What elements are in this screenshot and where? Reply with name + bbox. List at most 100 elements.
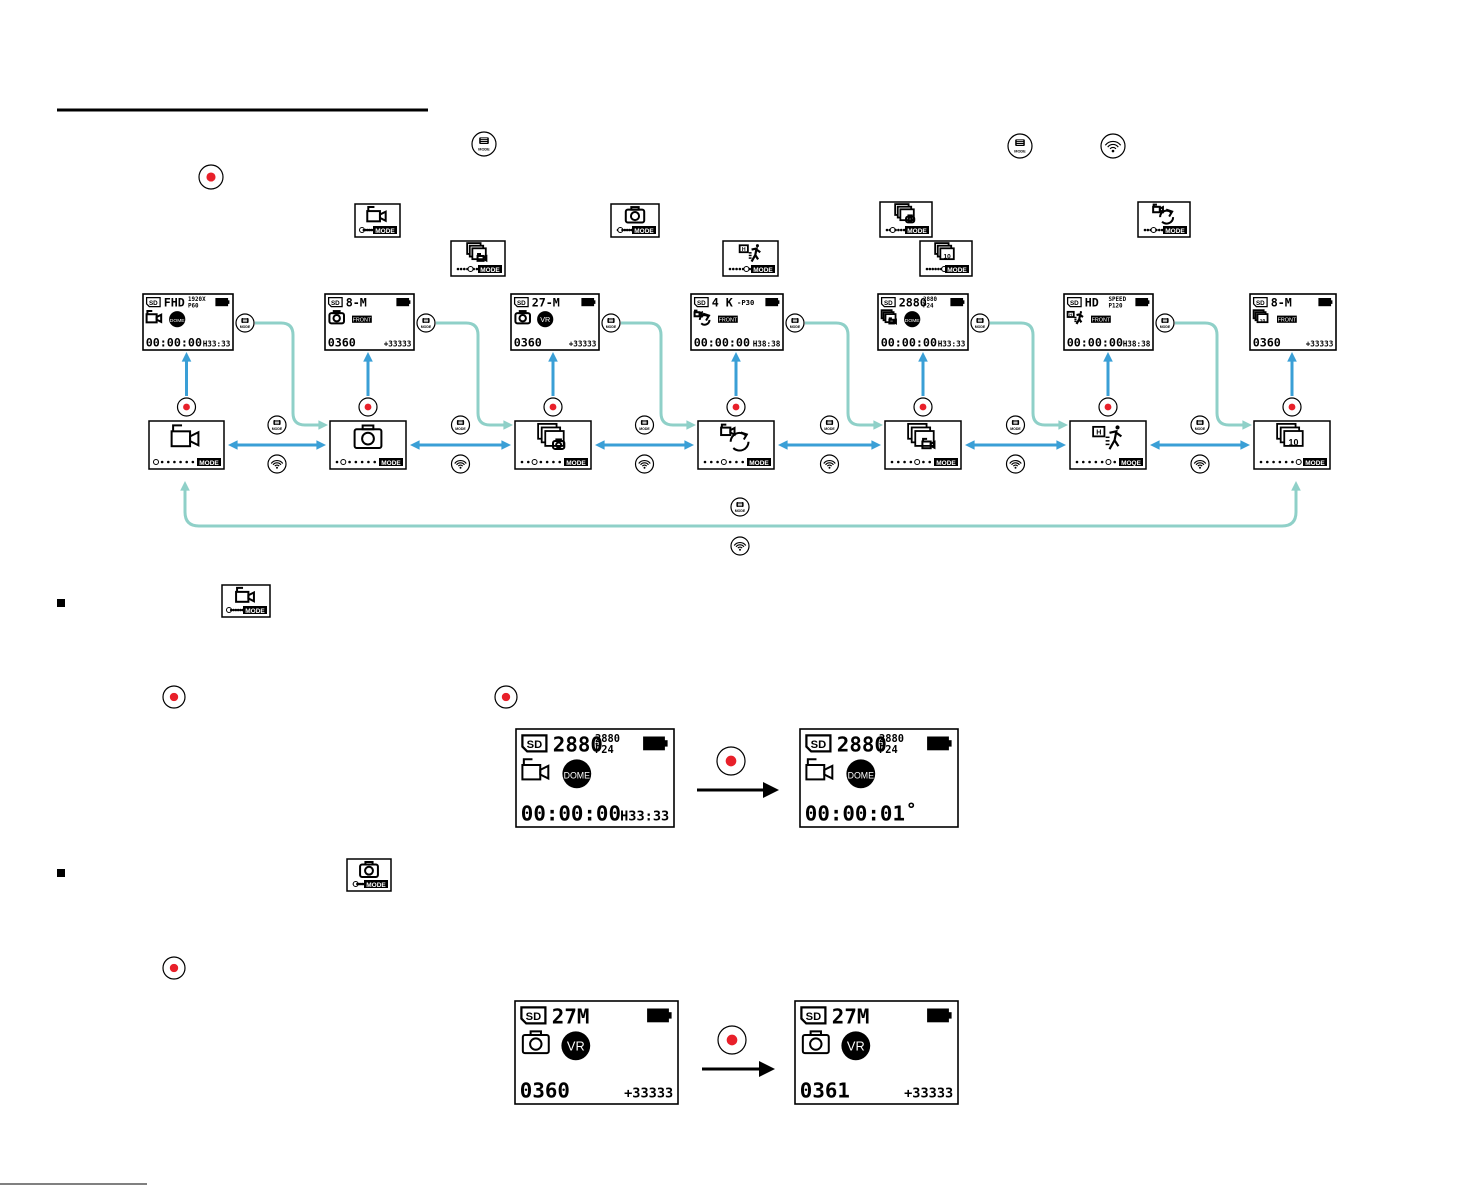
lcd-mode-badge: VR bbox=[841, 1031, 871, 1061]
record-button-icon[interactable] bbox=[198, 164, 224, 190]
wifi-button-icon[interactable] bbox=[634, 454, 655, 474]
header-mode-icon-burst[interactable]: MODE bbox=[879, 201, 933, 238]
record-button-icon[interactable] bbox=[162, 685, 186, 709]
mode-label-box bbox=[1163, 226, 1187, 234]
mode-button-icon[interactable]: MODE bbox=[267, 415, 287, 435]
record-button-icon[interactable] bbox=[717, 1025, 747, 1055]
record-dot bbox=[919, 403, 927, 411]
sd-card-outline bbox=[145, 296, 161, 308]
photo-lens bbox=[332, 314, 341, 323]
mode-screen-video[interactable]: MODE bbox=[148, 420, 225, 470]
battery-icon bbox=[927, 736, 952, 751]
camera-top bbox=[236, 586, 244, 592]
mode-button-icon[interactable]: MODE bbox=[235, 313, 255, 333]
battery-tip bbox=[593, 300, 596, 304]
arrow-head bbox=[1058, 420, 1068, 430]
record-button-icon[interactable] bbox=[913, 397, 933, 417]
mode-screen-multi[interactable]: MODE bbox=[884, 420, 962, 470]
mode-dot bbox=[229, 608, 233, 612]
camera-top bbox=[172, 424, 183, 432]
lcd-resolution: 8-M bbox=[346, 296, 367, 310]
mode-label-box bbox=[747, 458, 771, 466]
battery-body bbox=[396, 298, 410, 307]
wifi-arc bbox=[733, 541, 747, 546]
mode-button-icon[interactable]: MODE bbox=[1190, 415, 1210, 435]
wifi-arc bbox=[737, 546, 743, 549]
mode-progress-dots: MODE bbox=[616, 226, 656, 235]
lcd-remaining: +33333 bbox=[904, 1086, 953, 1102]
record-button-icon[interactable] bbox=[358, 397, 378, 417]
mode-button-icon[interactable]: MODE bbox=[785, 313, 805, 333]
loop-arc bbox=[700, 319, 711, 326]
mode-screen-photo[interactable]: MODE bbox=[329, 420, 407, 470]
mode-dot bbox=[728, 267, 732, 271]
mode-button-icon[interactable]: MODE bbox=[730, 497, 750, 517]
arrow-head bbox=[763, 782, 779, 798]
header-mode-icon-loop[interactable]: MODE bbox=[1137, 201, 1191, 238]
wifi-button-icon[interactable] bbox=[1100, 133, 1126, 159]
camera-top bbox=[367, 206, 375, 212]
wifi-arc bbox=[1011, 462, 1020, 466]
mode-button-icon[interactable]: MODE bbox=[634, 415, 655, 435]
mode-screen-loop[interactable]: MODE bbox=[697, 420, 775, 470]
record-button-icon[interactable] bbox=[1282, 397, 1302, 417]
record-button-icon[interactable] bbox=[176, 397, 197, 417]
runner-body bbox=[1075, 312, 1084, 325]
mode-dot bbox=[362, 228, 366, 232]
curve-shaft bbox=[805, 321, 875, 427]
header-mode-icon-video[interactable]: MODE bbox=[354, 203, 401, 238]
record-dot bbox=[732, 403, 740, 411]
record-button-icon[interactable] bbox=[543, 397, 563, 417]
section-photo-mode-icon[interactable]: MODE bbox=[346, 858, 392, 892]
wifi-button-icon[interactable] bbox=[450, 454, 471, 474]
record-button-icon[interactable] bbox=[1098, 397, 1118, 417]
mode-dot-current bbox=[720, 459, 727, 465]
lcd-resolution: 2880 bbox=[553, 732, 603, 756]
mode-button-icon[interactable]: MODE bbox=[970, 313, 990, 333]
header-mode-icon-multi[interactable]: MODE bbox=[450, 240, 506, 277]
mode-button-icon[interactable]: MODE bbox=[416, 313, 436, 333]
arrow-head bbox=[410, 440, 420, 450]
wifi-button-icon[interactable] bbox=[730, 536, 750, 556]
wifi-button-icon[interactable] bbox=[819, 454, 840, 474]
battery-icon bbox=[215, 298, 230, 307]
wifi-arc bbox=[735, 544, 745, 548]
mode-button-label: MODE bbox=[606, 325, 617, 329]
mode-button-icon[interactable]: MODE bbox=[471, 131, 497, 157]
section-video-mode-icon[interactable]: MODE bbox=[221, 584, 271, 618]
sd-card-icon: SD bbox=[805, 734, 832, 753]
header-mode-icon-photo[interactable]: MODE bbox=[610, 203, 660, 238]
record-button-icon[interactable] bbox=[716, 746, 746, 776]
wifi-button-icon[interactable] bbox=[267, 454, 287, 474]
mode-button-icon[interactable]: MODE bbox=[1155, 313, 1175, 333]
wifi-button-icon[interactable] bbox=[1190, 454, 1210, 474]
mode-button-icon[interactable]: MODE bbox=[601, 313, 621, 333]
photo-top bbox=[332, 310, 341, 315]
mode-screen-burst[interactable]: MODE bbox=[514, 420, 592, 470]
mode-label-box bbox=[632, 226, 656, 234]
mode-button-icon[interactable]: MODE bbox=[1007, 133, 1033, 159]
badge-label: VR bbox=[567, 1039, 585, 1054]
return-shaft bbox=[183, 488, 1298, 528]
record-button-icon[interactable] bbox=[162, 956, 186, 980]
mode-button-icon[interactable]: MODE bbox=[1005, 415, 1026, 435]
mode-label-box bbox=[934, 458, 958, 466]
record-button-icon[interactable] bbox=[726, 397, 746, 417]
record-button-icon[interactable] bbox=[494, 685, 518, 709]
mode-dot bbox=[716, 460, 719, 464]
mode-dot bbox=[1143, 228, 1147, 232]
mode-button-icon[interactable]: MODE bbox=[450, 415, 471, 435]
wifi-button-icon[interactable] bbox=[1005, 454, 1026, 474]
lcd-mode-badge: FRONT bbox=[1277, 315, 1297, 323]
mode-progress-dots: MODE bbox=[728, 265, 775, 274]
mode-dot bbox=[735, 460, 738, 464]
sd-card-label: SD bbox=[149, 300, 158, 307]
mode-button-icon[interactable]: MODE bbox=[819, 415, 840, 435]
battery-icon bbox=[1318, 298, 1333, 307]
